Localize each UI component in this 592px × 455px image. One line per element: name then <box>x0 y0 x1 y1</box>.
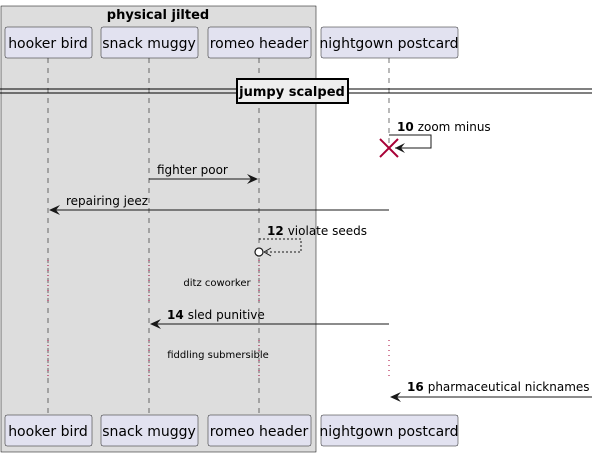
participant-hooker-bird-bottom: hooker bird <box>4 414 93 447</box>
divider: jumpy scalped <box>0 78 592 104</box>
svg-text:snack muggy: snack muggy <box>102 36 196 52</box>
divider-box <box>236 78 349 104</box>
svg-text:romeo header: romeo header <box>210 36 309 52</box>
svg-text:romeo header: romeo header <box>210 424 309 440</box>
delay-label-2: fiddling submersible <box>167 350 269 361</box>
participant-snack-muggy-top: snack muggy <box>100 26 199 59</box>
svg-text:hooker bird: hooker bird <box>8 36 88 52</box>
message-repairing-jeez: repairing jeez <box>49 194 389 215</box>
svg-text:repairing jeez: repairing jeez <box>66 194 148 208</box>
participant-nightgown-postcard-bottom: nightgown postcard <box>319 414 459 447</box>
participant-romeo-header-top: romeo header <box>207 26 312 59</box>
divider-label: jumpy scalped <box>238 85 345 100</box>
participant-romeo-header-bottom: romeo header <box>207 414 312 447</box>
message-fighter-poor: fighter poor <box>149 163 258 184</box>
svg-text:snack muggy: snack muggy <box>102 424 196 440</box>
svg-text:fighter poor: fighter poor <box>157 163 228 177</box>
participant-nightgown-postcard-top: nightgown postcard <box>319 26 459 59</box>
delay-segments <box>47 260 390 380</box>
svg-text:nightgown postcard: nightgown postcard <box>319 424 458 440</box>
delay-label-1: ditz coworker <box>183 278 251 289</box>
svg-text:nightgown postcard: nightgown postcard <box>319 36 458 52</box>
group-title: physical jilted <box>107 8 209 23</box>
lifelines <box>47 58 390 415</box>
svg-text:hooker bird: hooker bird <box>8 424 88 440</box>
participant-snack-muggy-bottom: snack muggy <box>100 414 199 447</box>
participant-hooker-bird-top: hooker bird <box>4 26 93 59</box>
destroy-mark-icon <box>379 138 399 158</box>
circle-end-icon <box>254 247 264 257</box>
